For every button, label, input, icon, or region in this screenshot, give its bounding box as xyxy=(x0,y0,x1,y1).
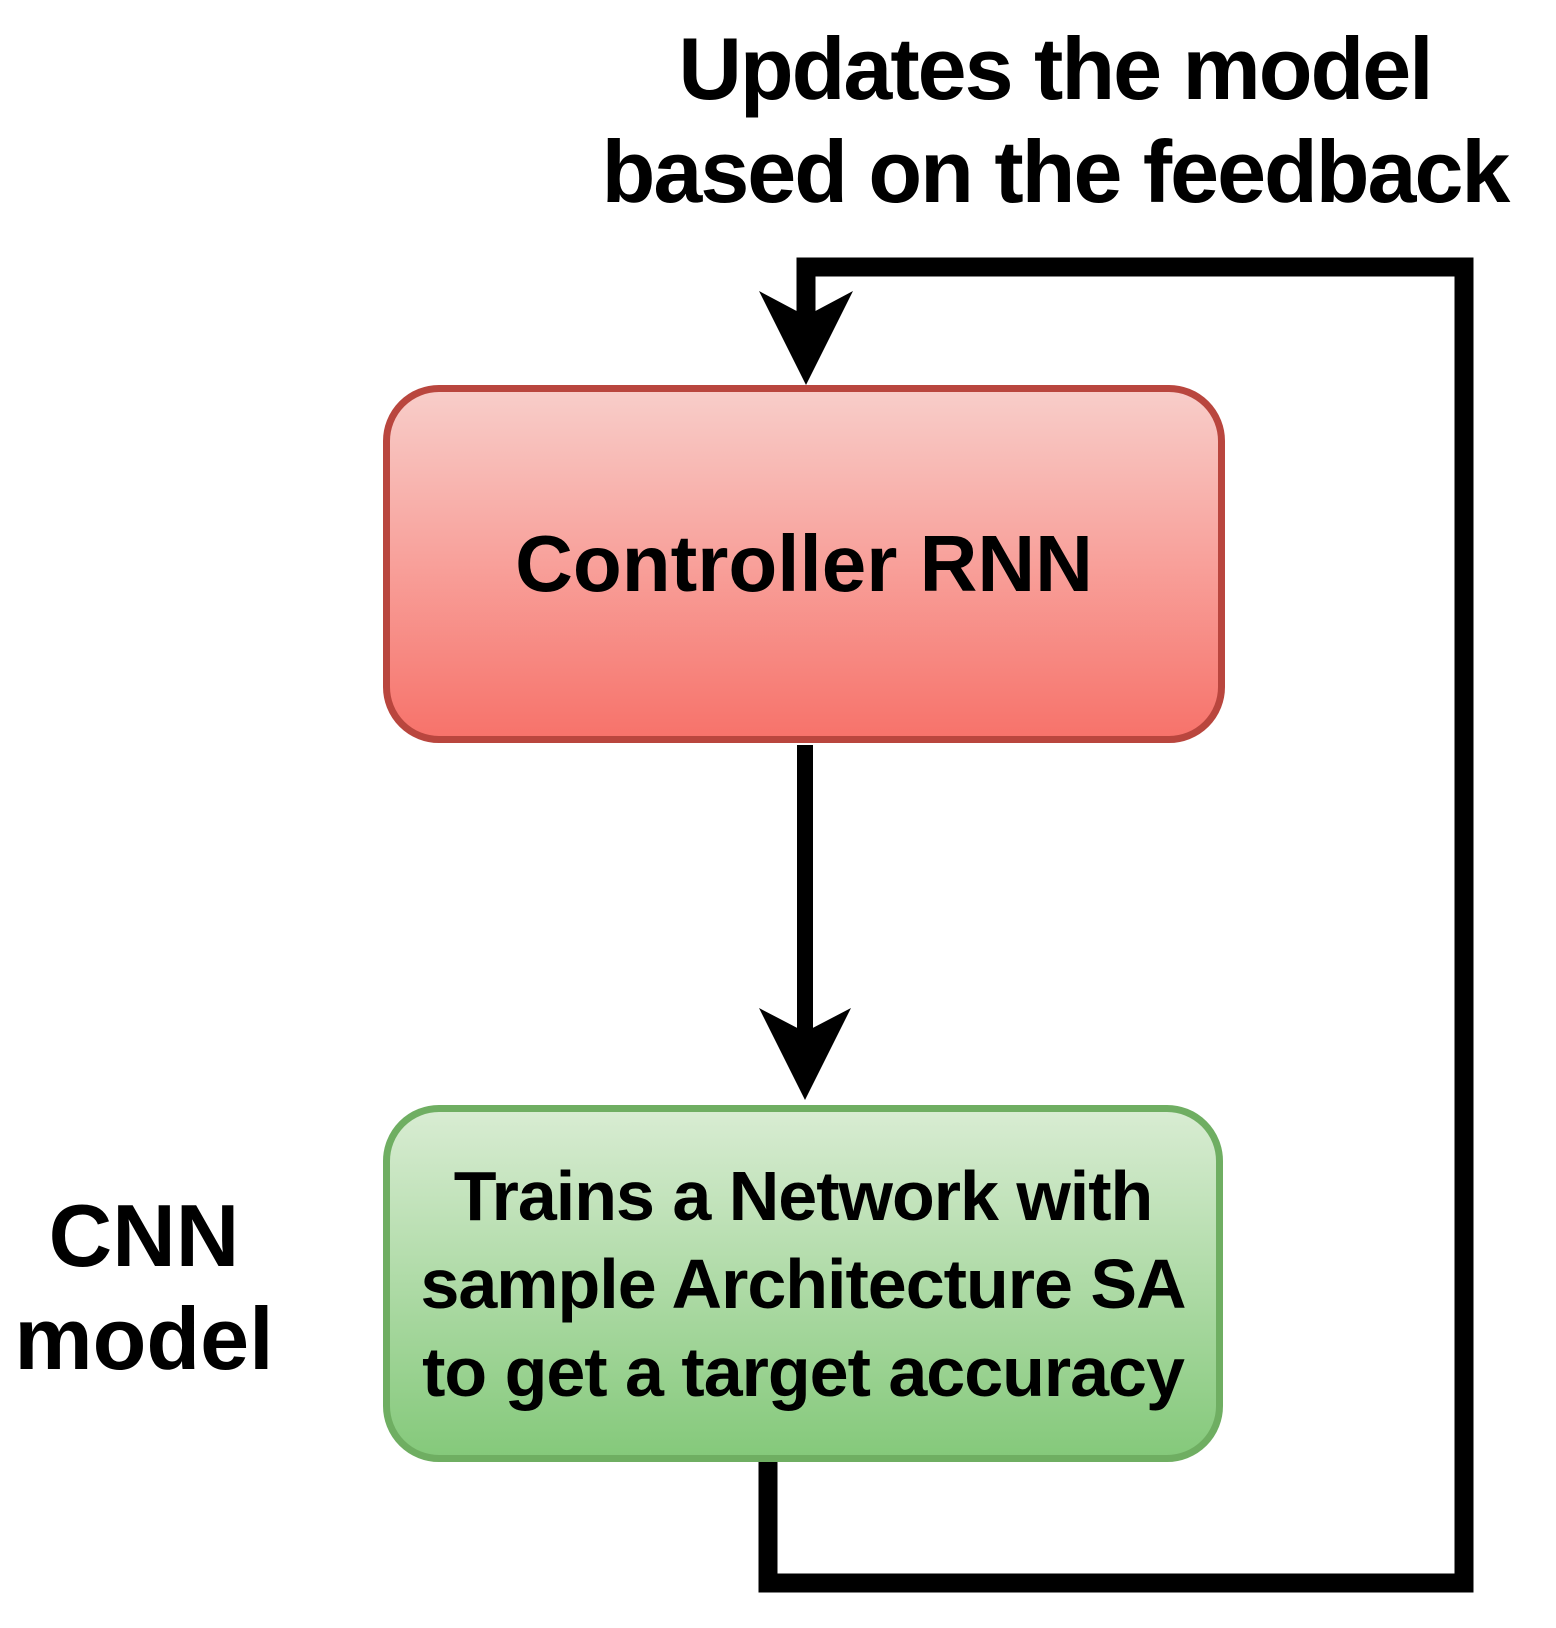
controller-to-trainer-arrowhead-icon xyxy=(759,1008,851,1100)
cnn-model-label: CNN model xyxy=(0,1184,288,1390)
loop-caption: Updates the model based on the feedback xyxy=(520,17,1556,223)
controller-rnn-label: Controller RNN xyxy=(515,519,1093,608)
feedback-arrowhead-icon xyxy=(759,291,853,385)
cnn-model-label-line2: model xyxy=(14,1289,274,1388)
cnn-trainer-node: Trains a Network with sample Architectur… xyxy=(383,1105,1223,1462)
cnn-trainer-line3: to get a target accuracy xyxy=(422,1332,1185,1411)
cnn-trainer-line2: sample Architecture SA xyxy=(420,1244,1186,1323)
feedback-loop-line xyxy=(758,257,1474,1593)
cnn-trainer-line1: Trains a Network with xyxy=(453,1156,1154,1235)
cnn-model-label-line1: CNN xyxy=(48,1186,240,1285)
loop-caption-line2: based on the feedback xyxy=(601,122,1511,221)
loop-caption-line1: Updates the model xyxy=(678,19,1433,118)
controller-rnn-node: Controller RNN xyxy=(383,385,1225,743)
